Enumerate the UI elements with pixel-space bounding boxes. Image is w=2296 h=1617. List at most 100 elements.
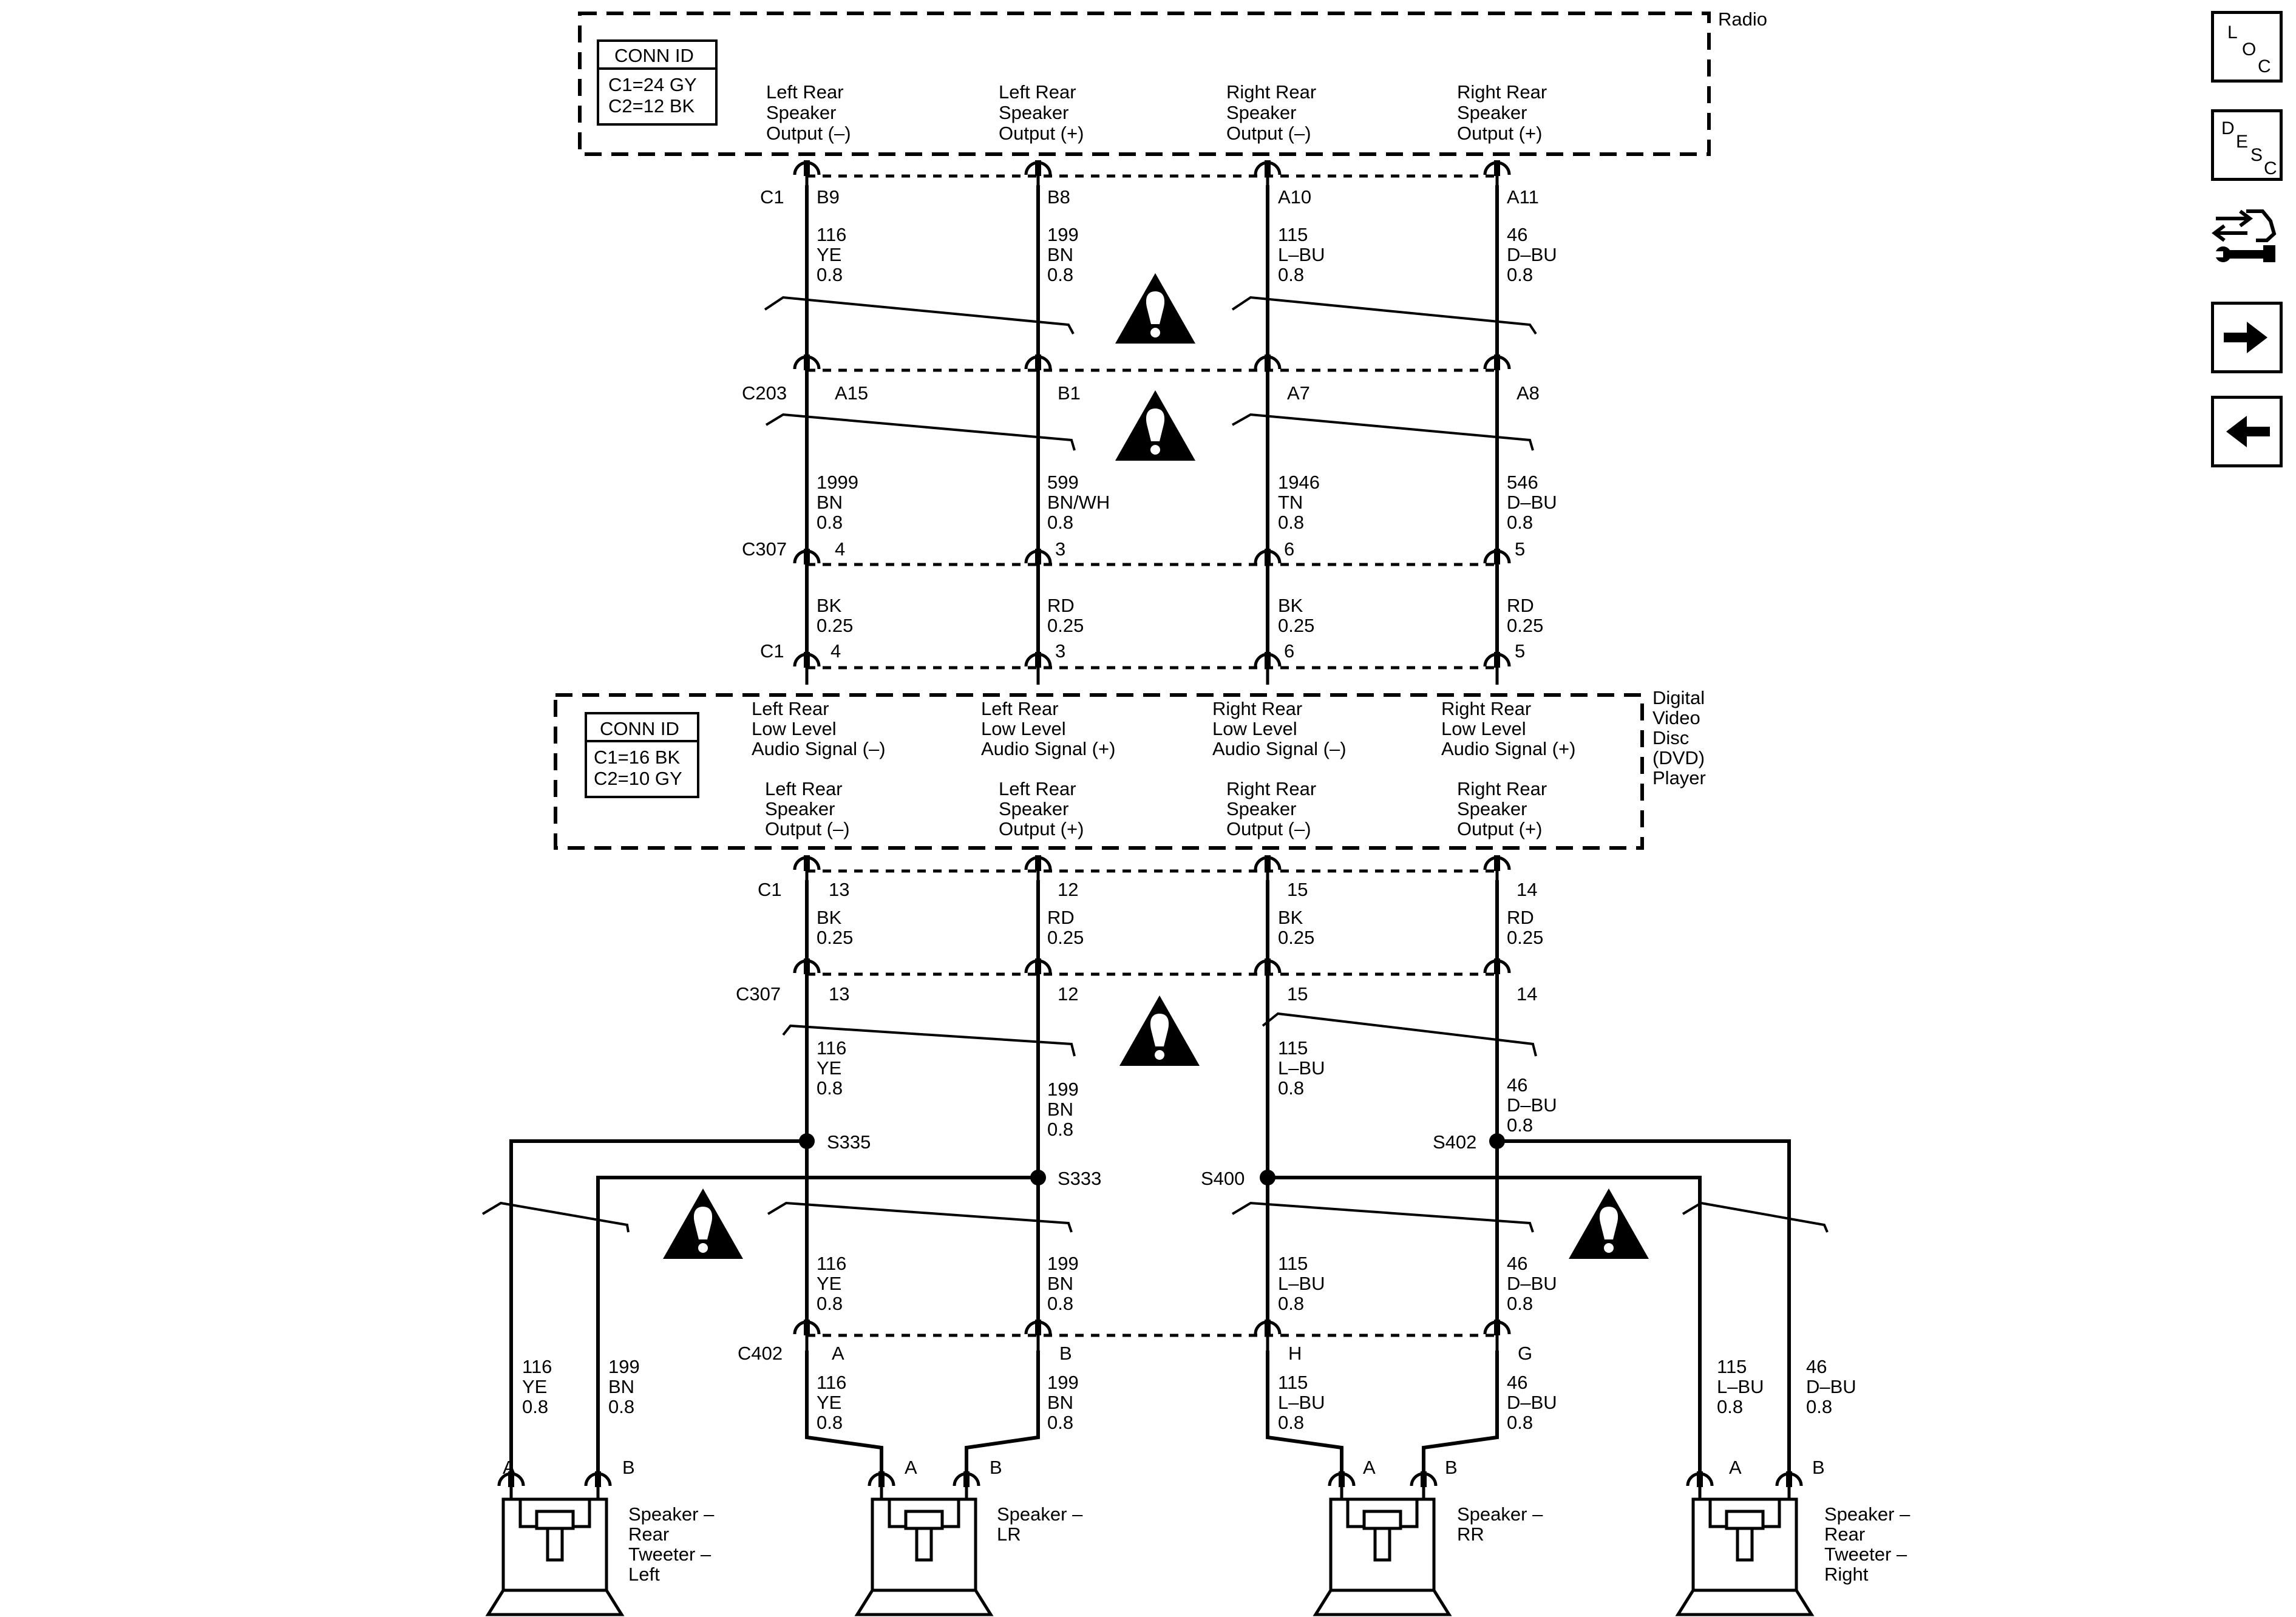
connector-label: C307 <box>736 983 781 1005</box>
wire-labels-c307-dvd: BK 0.25 RD 0.25 BK 0.25 RD 0.25 <box>817 595 1543 636</box>
svg-text:0.8: 0.8 <box>1507 264 1533 285</box>
next-button[interactable] <box>2211 302 2283 373</box>
svg-text:BN: BN <box>1047 244 1073 265</box>
svg-text:Low Level: Low Level <box>1441 718 1526 739</box>
radio-output-label: Speaker <box>1457 102 1527 123</box>
svg-text:Audio Signal (–): Audio Signal (–) <box>752 738 886 759</box>
splice-label: S402 <box>1433 1131 1476 1153</box>
svg-text:BN: BN <box>1047 1273 1073 1294</box>
svg-text:Right: Right <box>1824 1564 1869 1585</box>
dvd-input-labels: Left Rear Low Level Audio Signal (–) Lef… <box>752 698 1575 759</box>
location-button[interactable]: L O C <box>2211 11 2283 83</box>
svg-text:D: D <box>2221 118 2235 138</box>
svg-text:0.8: 0.8 <box>1278 264 1304 285</box>
back-arrow-icon <box>2226 416 2270 447</box>
svg-text:115: 115 <box>1278 1253 1308 1274</box>
svg-text:199: 199 <box>1047 1253 1079 1274</box>
svg-text:L: L <box>2227 22 2238 42</box>
wire-labels-c402-speakers: 116 YE 0.8 199 BN 0.8 115 L–BU 0.8 46 D–… <box>817 1372 1557 1433</box>
svg-text:0.8: 0.8 <box>1507 1293 1533 1314</box>
svg-text:46: 46 <box>1507 224 1527 245</box>
splice-label: S335 <box>827 1131 871 1153</box>
svg-text:TN: TN <box>1278 492 1303 513</box>
pin-label: 12 <box>1058 983 1078 1005</box>
svg-text:546: 546 <box>1507 472 1538 493</box>
main-wires <box>509 185 1791 1472</box>
description-button[interactable]: D E S C <box>2211 109 2283 181</box>
next-arrow-icon <box>2224 322 2267 353</box>
pin-label: 13 <box>829 983 849 1005</box>
svg-text:Speaker –: Speaker – <box>1824 1503 1911 1525</box>
svg-text:199: 199 <box>1047 1079 1079 1100</box>
svg-text:Right Rear: Right Rear <box>1457 778 1547 799</box>
pin-label: 5 <box>1515 640 1525 662</box>
svg-text:E: E <box>2236 132 2248 152</box>
svg-text:D–BU: D–BU <box>1507 1392 1557 1413</box>
svg-text:0.8: 0.8 <box>1047 1119 1073 1140</box>
svg-text:D–BU: D–BU <box>1806 1376 1856 1397</box>
svg-text:Video: Video <box>1652 707 1700 728</box>
connector-plugs <box>499 160 1801 1504</box>
svg-text:Rear: Rear <box>1824 1524 1865 1545</box>
dvd-title: Digital Video Disc (DVD) Player <box>1652 687 1706 788</box>
warning-icon <box>1119 995 1200 1066</box>
svg-text:D–BU: D–BU <box>1507 1094 1557 1116</box>
troubleshooting-button[interactable] <box>2211 200 2284 272</box>
svg-text:0.8: 0.8 <box>1047 1412 1073 1433</box>
svg-text:D–BU: D–BU <box>1507 492 1557 513</box>
dvd-input-connector: C1 4 3 6 5 <box>760 640 1525 662</box>
pin-label: B8 <box>1047 186 1070 208</box>
pin-label: 6 <box>1284 640 1294 662</box>
connector-label: C1 <box>758 879 782 900</box>
svg-text:0.8: 0.8 <box>1507 1114 1533 1136</box>
pin-label: 3 <box>1055 538 1065 560</box>
connector-label: C1 <box>760 186 784 208</box>
connector-dashes <box>807 174 1497 1337</box>
conn-id-c2: C2=10 GY <box>594 768 682 789</box>
svg-text:46: 46 <box>1507 1253 1527 1274</box>
warning-icon <box>1115 273 1195 344</box>
svg-text:46: 46 <box>1507 1074 1527 1096</box>
pin-label: 4 <box>830 640 841 662</box>
svg-text:Left Rear: Left Rear <box>765 778 843 799</box>
loc-icon: L O C <box>2227 22 2271 76</box>
pin-label: 6 <box>1284 538 1294 560</box>
svg-text:0.8: 0.8 <box>1278 1077 1304 1099</box>
radio-output-label: Left Rear <box>766 81 844 103</box>
svg-text:RD: RD <box>1507 907 1534 928</box>
pin-label: G <box>1518 1343 1532 1364</box>
svg-text:0.25: 0.25 <box>817 615 853 636</box>
svg-text:0.8: 0.8 <box>608 1396 634 1417</box>
speaker-lr: A B Speaker – LR <box>857 1457 1083 1615</box>
svg-text:0.25: 0.25 <box>1047 615 1084 636</box>
svg-text:0.8: 0.8 <box>1047 512 1073 533</box>
conn-id-c1: C1=24 GY <box>608 74 697 95</box>
svg-text:Disc: Disc <box>1652 727 1689 748</box>
c307-upper-connector: C307 4 3 6 5 <box>742 538 1525 560</box>
pin-label: H <box>1288 1343 1302 1364</box>
pin-label: 12 <box>1058 879 1078 900</box>
svg-text:RD: RD <box>1047 907 1075 928</box>
svg-text:BN: BN <box>1047 1392 1073 1413</box>
radio-output-label: Output (+) <box>999 123 1084 144</box>
svg-text:0.8: 0.8 <box>817 264 843 285</box>
connector-label: C203 <box>742 382 787 404</box>
svg-text:Right Rear: Right Rear <box>1226 778 1316 799</box>
pin-label: A <box>1729 1457 1742 1478</box>
svg-text:BN: BN <box>608 1376 634 1397</box>
svg-text:0.8: 0.8 <box>1278 1412 1304 1433</box>
back-button[interactable] <box>2211 396 2283 467</box>
svg-text:C: C <box>2264 158 2277 178</box>
wire-labels-tweeters: 116 YE 0.8 199 BN 0.8 115 L–BU 0.8 46 D–… <box>522 1356 1856 1417</box>
svg-text:0.25: 0.25 <box>1047 927 1084 948</box>
pin-label: A7 <box>1287 382 1310 404</box>
svg-text:Tweeter –: Tweeter – <box>628 1544 712 1565</box>
pin-label: 15 <box>1287 983 1308 1005</box>
pin-label: A10 <box>1278 186 1311 208</box>
dvd-output-connector: C1 13 12 15 14 <box>758 879 1537 900</box>
svg-text:D–BU: D–BU <box>1507 244 1557 265</box>
pin-label: A15 <box>835 382 868 404</box>
svg-text:BK: BK <box>1278 595 1303 616</box>
svg-text:S: S <box>2250 145 2263 165</box>
pin-label: 15 <box>1287 879 1308 900</box>
